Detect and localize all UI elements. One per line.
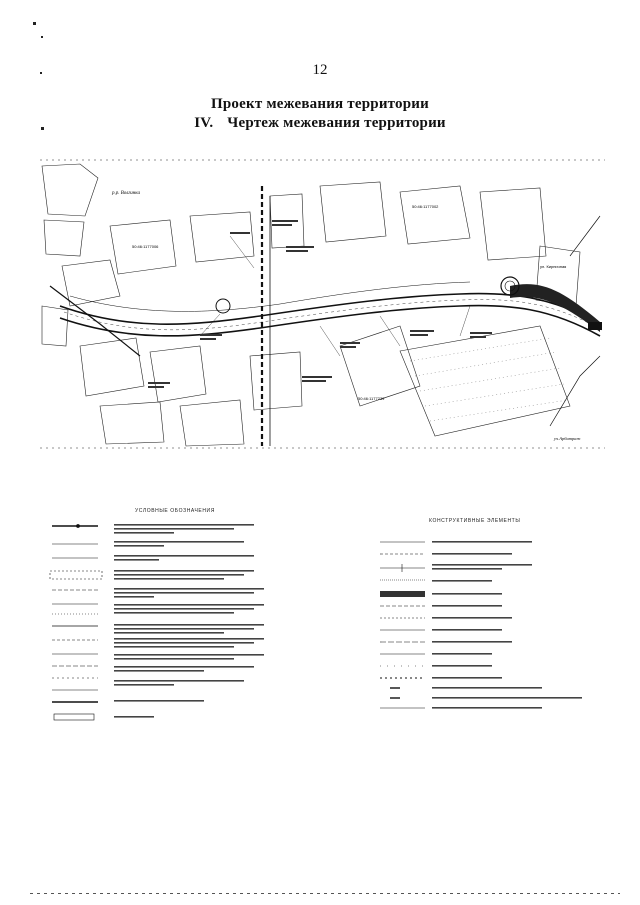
legend-left-title: УСЛОВНЫЕ ОБОЗНАЧЕНИЯ	[135, 508, 215, 514]
land-survey-map: р.р. Волгинка 50:46:1177002 50:46:117700…	[40, 159, 605, 449]
section-heading: IV. Чертеж межевания территории	[0, 115, 640, 132]
map-label-river: р.р. Волгинка	[111, 191, 141, 196]
scan-speck	[40, 72, 42, 74]
document-title: Проект межевания территории	[211, 96, 429, 112]
section-title: Чертеж межевания территории	[227, 115, 446, 131]
map-label-corner: уч.Арбитраж	[553, 436, 582, 441]
scan-speck	[33, 22, 36, 25]
map-label-cadastral-3: 50:46:1177239	[358, 396, 385, 401]
map-label-cadastral-1: 50:46:1177002	[412, 204, 439, 209]
scan-edge-line	[30, 893, 620, 894]
page-number: 12	[312, 62, 328, 78]
map-label-cadastral-2: 50:46:1177006	[132, 244, 159, 249]
section-number: IV.	[194, 115, 214, 131]
scan-speck	[41, 127, 44, 130]
legend: УСЛОВНЫЕ ОБОЗНАЧЕНИЯ КОНСТРУКТИВНЫЕ ЭЛЕМ…	[40, 508, 605, 730]
legend-symbols	[49, 524, 582, 721]
scan-speck	[41, 36, 43, 38]
legend-right-title: КОНСТРУКТИВНЫЕ ЭЛЕМЕНТЫ	[429, 518, 521, 524]
map-label-street: ул. Кирпичная	[540, 264, 566, 269]
